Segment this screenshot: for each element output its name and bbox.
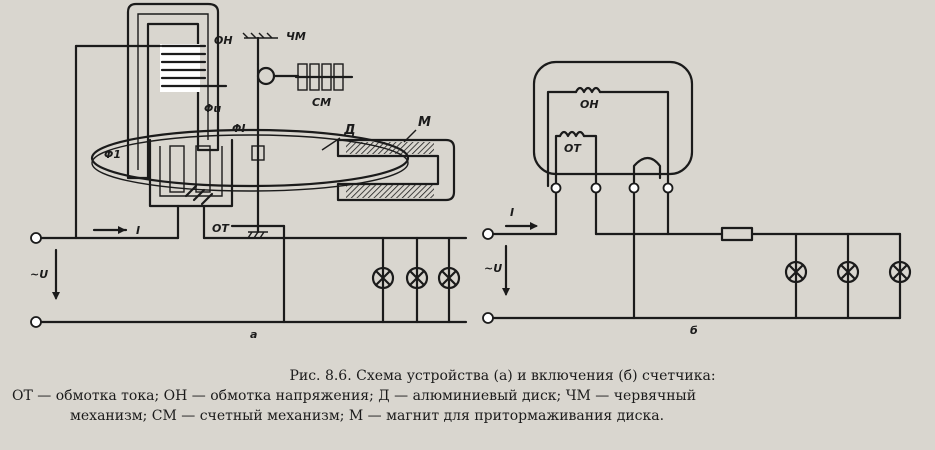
label-u-b: ~U	[484, 262, 502, 275]
counting-mechanism	[294, 63, 354, 91]
terminal-b-top	[482, 228, 494, 240]
caption-legend-line-1: ОТ — обмотка тока; ОН — обмотка напряжен…	[12, 388, 697, 404]
meter-terminal-2	[590, 182, 602, 194]
current-core	[148, 138, 234, 208]
meter-housing	[532, 60, 694, 176]
aluminum-disk	[90, 128, 410, 188]
meter-terminal-3	[628, 182, 640, 194]
lamp-a-2	[405, 266, 429, 290]
lamp-b-1	[784, 260, 808, 284]
worm-mechanism	[242, 32, 300, 234]
caption-legend-line-2: механизм; СМ — счетный механизм; М — маг…	[70, 408, 665, 424]
voltage-core-inner	[137, 13, 209, 170]
lower-pivot	[247, 231, 268, 239]
label-i-a: I	[136, 224, 140, 237]
fuse	[720, 226, 754, 242]
diagram-a: ОН Д ОТ Φu ΦI Φ1	[30, 2, 468, 341]
diagram-b: ОН ОТ	[482, 60, 912, 337]
label-d: Д	[343, 123, 356, 138]
voltage-core	[126, 2, 220, 180]
voltage-coil-b	[574, 86, 602, 94]
current-coil	[184, 184, 214, 206]
label-u-a: ~U	[30, 268, 48, 281]
current-coil-b	[558, 130, 586, 138]
terminal-a-bottom	[30, 316, 42, 328]
aluminum-disk-edge	[91, 134, 409, 192]
schematic: ОН Д ОТ Φu ΦI Φ1	[30, 2, 912, 341]
meter-terminal-1	[550, 182, 562, 194]
terminal-a-top	[30, 232, 42, 244]
lamp-b-3	[888, 260, 912, 284]
current-core-leg	[169, 145, 185, 193]
figure-caption: Рис. 8.6. Схема устройства (а) и включен…	[0, 366, 935, 426]
lamp-a-1	[371, 266, 395, 290]
label-oh-b: ОН	[580, 98, 599, 111]
wiring-b	[488, 191, 902, 320]
label-phi-u: Φu	[204, 102, 221, 115]
label-chm: ЧМ	[286, 30, 306, 43]
label-ot-a: ОТ	[212, 222, 230, 235]
label-sub-b: б	[690, 324, 698, 337]
meter-terminal-4	[662, 182, 674, 194]
wiring-a	[36, 44, 468, 324]
lamp-b-2	[836, 260, 860, 284]
brake-magnet	[336, 138, 456, 202]
label-oh-a: ОН	[214, 34, 233, 47]
label-phi-i: ΦI	[232, 122, 245, 135]
terminal-b-bottom	[482, 312, 494, 324]
label-ot-b: ОТ	[564, 142, 582, 155]
lamp-a-3	[437, 266, 461, 290]
label-phi-1: Φ1	[104, 148, 121, 161]
internal-wiring-b	[546, 90, 670, 188]
label-cm: СМ	[312, 96, 331, 109]
label-m: М	[418, 115, 431, 130]
gear-icon	[256, 66, 276, 86]
caption-title: Рис. 8.6. Схема устройства (а) и включен…	[289, 368, 716, 384]
label-sub-a: а	[250, 328, 257, 341]
label-i-b: I	[510, 206, 514, 219]
voltage-coil	[160, 44, 207, 92]
